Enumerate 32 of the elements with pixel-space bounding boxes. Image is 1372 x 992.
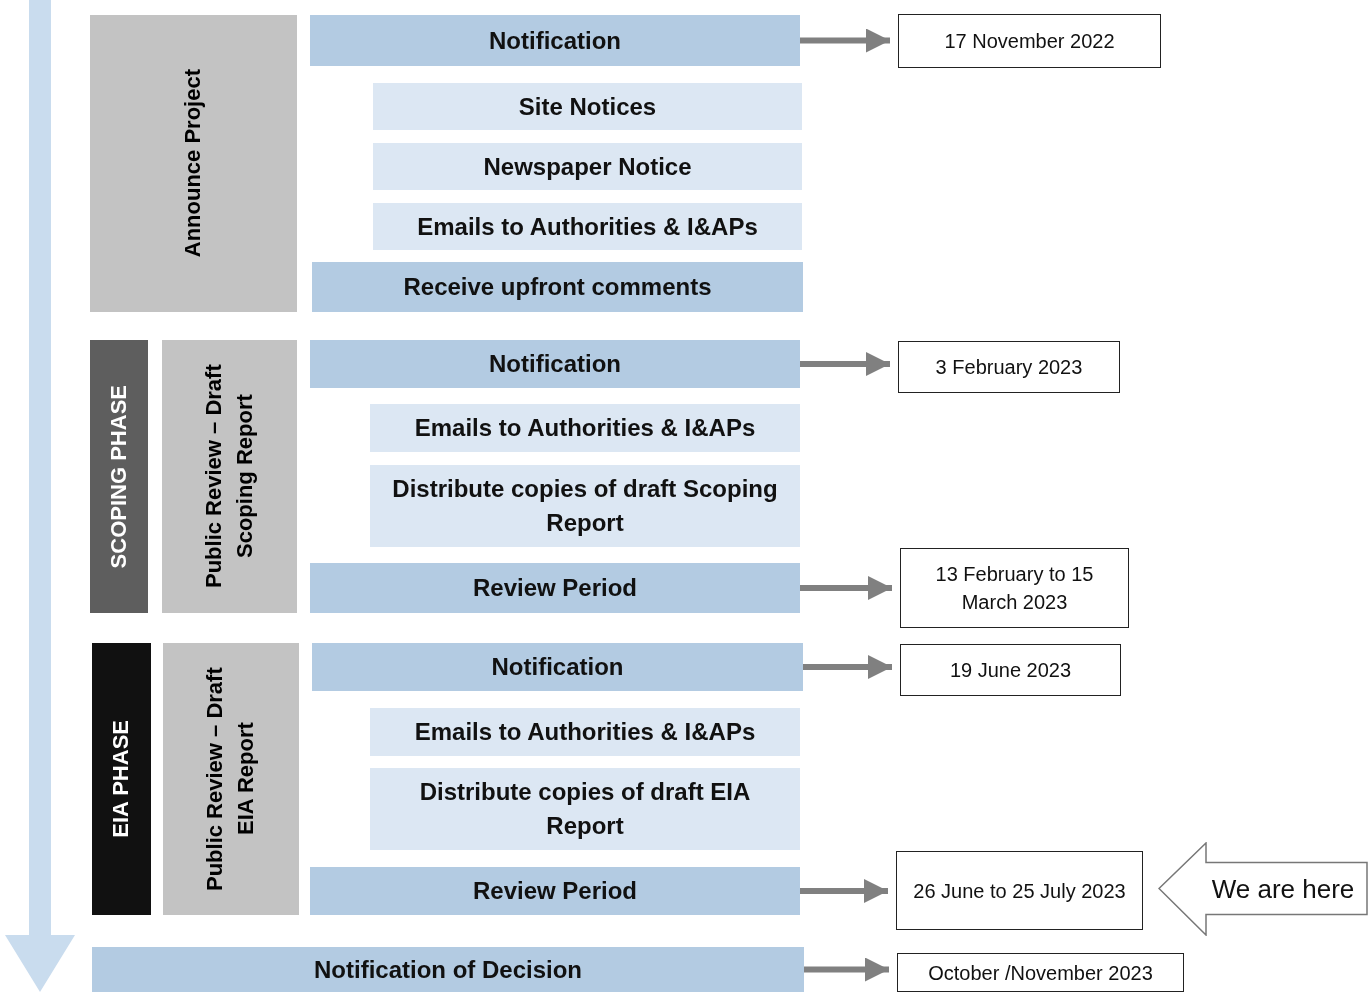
step-bar: Site Notices: [373, 83, 802, 130]
step-bar: Newspaper Notice: [373, 143, 802, 190]
phase-band: EIA PHASE: [92, 643, 151, 915]
step-bar: Review Period: [310, 867, 800, 915]
step-bar: Distribute copies of draft Scoping Report: [370, 465, 800, 547]
step-bar: Distribute copies of draft EIA Report: [370, 768, 800, 850]
arrow: [800, 879, 888, 903]
arrow: [800, 576, 892, 600]
step-bar: Review Period: [310, 563, 800, 613]
phase-band: Public Review – Draft Scoping Report: [162, 340, 297, 613]
phase-band: Public Review – Draft EIA Report: [163, 643, 299, 915]
step-bar: Notification of Decision: [92, 947, 804, 992]
step-bar: Notification: [310, 340, 800, 388]
date-box: 13 February to 15 March 2023: [900, 548, 1129, 628]
step-bar: Emails to Authorities & I&APs: [370, 404, 800, 452]
step-bar: Emails to Authorities & I&APs: [373, 203, 802, 250]
date-box: 19 June 2023: [900, 644, 1121, 696]
step-bar: Notification: [310, 15, 800, 66]
arrow: [804, 957, 889, 982]
step-bar: Emails to Authorities & I&APs: [370, 708, 800, 756]
date-box: 17 November 2022: [898, 14, 1161, 68]
date-box: 3 February 2023: [898, 341, 1120, 393]
arrow: [803, 655, 892, 679]
arrow: [800, 28, 890, 53]
date-box: October /November 2023: [897, 953, 1184, 992]
arrow: [800, 352, 890, 376]
step-bar: Notification: [312, 643, 803, 691]
date-box: 26 June to 25 July 2023: [896, 851, 1143, 930]
phase-band: SCOPING PHASE: [90, 340, 148, 613]
callout-text: We are here: [1211, 873, 1355, 905]
step-bar: Receive upfront comments: [312, 262, 803, 312]
phase-band: Announce Project: [90, 15, 297, 312]
